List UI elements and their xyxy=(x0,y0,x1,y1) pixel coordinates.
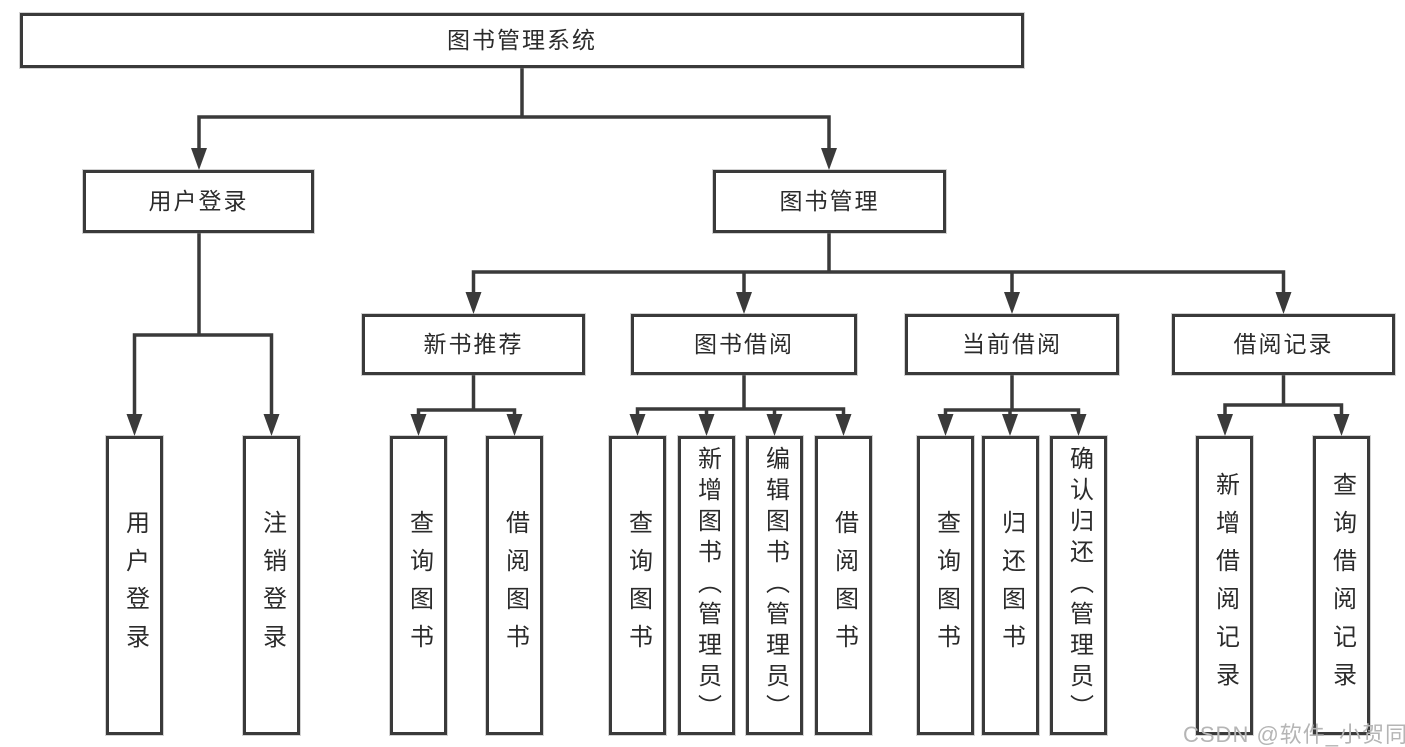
node-leaf-add-book-admin: 新增图书（管理员） xyxy=(678,436,735,735)
arrowhead xyxy=(821,148,837,170)
arrowhead xyxy=(410,414,427,436)
arrowhead xyxy=(1004,292,1020,314)
node-leaf-query-books-current: 查询图书 xyxy=(917,436,974,735)
arrowhead xyxy=(835,414,852,436)
node-leaf-logout: 注销登录 xyxy=(243,436,300,735)
node-leaf-edit-book-admin-label: 编辑图书（管理员） xyxy=(761,446,789,725)
arrowhead xyxy=(629,414,646,436)
node-leaf-user-login: 用户登录 xyxy=(106,436,163,735)
node-book-management-label: 图书管理 xyxy=(779,188,880,214)
edge-root-to-level2 xyxy=(197,66,831,152)
node-leaf-query-books-borrow: 查询图书 xyxy=(609,436,666,735)
arrowhead xyxy=(698,414,715,436)
edge-records-children xyxy=(1223,373,1344,420)
node-user-login-label: 用户登录 xyxy=(148,188,249,214)
edge-borrow-children xyxy=(635,373,846,420)
node-book-borrow: 图书借阅 xyxy=(631,314,857,375)
node-leaf-return-book-label: 归还图书 xyxy=(997,509,1025,662)
node-leaf-query-borrow-record-label: 查询借阅记录 xyxy=(1328,471,1356,700)
csdn-watermark: CSDN @软件_小贺同学 xyxy=(1183,722,1405,747)
edge-recommend-children xyxy=(416,373,517,420)
arrowhead xyxy=(126,414,143,436)
node-user-login: 用户登录 xyxy=(83,170,314,233)
arrowhead xyxy=(1217,414,1233,436)
node-leaf-query-books-current-label: 查询图书 xyxy=(932,509,960,662)
arrowhead xyxy=(1002,414,1018,436)
node-leaf-borrow-books: 借阅图书 xyxy=(815,436,872,735)
node-system-root-label: 图书管理系统 xyxy=(447,27,597,53)
node-system-root: 图书管理系统 xyxy=(20,13,1024,68)
node-leaf-confirm-return-admin: 确认归还（管理员） xyxy=(1050,436,1107,735)
node-leaf-query-books-recommend-label: 查询图书 xyxy=(405,509,433,662)
arrowhead xyxy=(937,414,954,436)
arrowhead xyxy=(506,414,523,436)
node-leaf-add-borrow-record: 新增借阅记录 xyxy=(1196,436,1253,735)
edge-book-mgmt-children xyxy=(471,231,1286,298)
node-leaf-query-borrow-record: 查询借阅记录 xyxy=(1313,436,1370,735)
arrowhead xyxy=(766,414,783,436)
node-leaf-query-books-borrow-label: 查询图书 xyxy=(624,509,652,662)
arrowhead xyxy=(736,292,752,314)
node-leaf-borrow-books-recommend-label: 借阅图书 xyxy=(501,509,529,662)
node-leaf-borrow-books-recommend: 借阅图书 xyxy=(486,436,543,735)
node-borrow-records: 借阅记录 xyxy=(1172,314,1395,375)
node-book-management: 图书管理 xyxy=(713,170,946,233)
node-new-book-recommend: 新书推荐 xyxy=(362,314,585,375)
node-book-borrow-label: 图书借阅 xyxy=(694,331,794,357)
node-leaf-add-borrow-record-label: 新增借阅记录 xyxy=(1211,471,1239,700)
arrowhead xyxy=(465,292,482,314)
node-leaf-user-login-label: 用户登录 xyxy=(121,509,149,662)
node-new-book-recommend-label: 新书推荐 xyxy=(423,331,524,357)
arrowhead xyxy=(1070,414,1087,436)
node-leaf-logout-label: 注销登录 xyxy=(258,509,286,662)
node-leaf-query-books-recommend: 查询图书 xyxy=(390,436,447,735)
node-leaf-confirm-return-admin-label: 确认归还（管理员） xyxy=(1065,446,1093,725)
node-current-borrow-label: 当前借阅 xyxy=(962,331,1062,357)
node-leaf-borrow-books-label: 借阅图书 xyxy=(830,509,858,662)
node-leaf-add-book-admin-label: 新增图书（管理员） xyxy=(693,446,721,725)
edge-user-login-children xyxy=(132,231,274,420)
arrowhead xyxy=(1275,292,1292,314)
node-leaf-edit-book-admin: 编辑图书（管理员） xyxy=(746,436,803,735)
node-borrow-records-label: 借阅记录 xyxy=(1233,331,1334,357)
arrowhead xyxy=(191,148,207,170)
edge-current-children xyxy=(943,373,1081,420)
arrowhead xyxy=(1333,414,1350,436)
node-current-borrow: 当前借阅 xyxy=(905,314,1119,375)
node-leaf-return-book: 归还图书 xyxy=(982,436,1039,735)
arrowhead xyxy=(263,414,280,436)
